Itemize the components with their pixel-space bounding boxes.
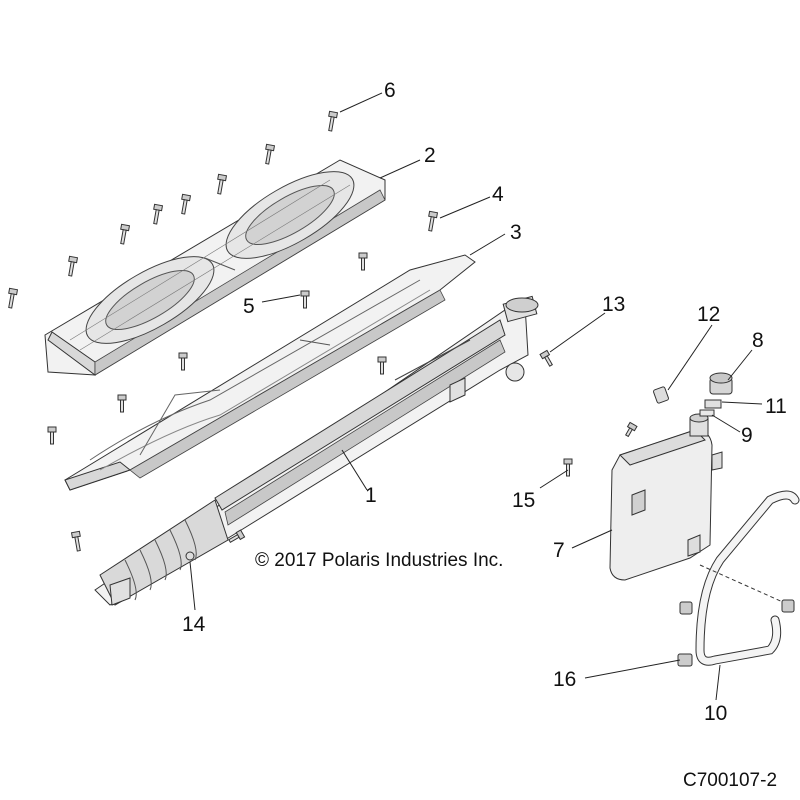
callout-3: 3 [510, 221, 522, 244]
callout-9: 9 [741, 424, 753, 447]
figure-number: C700107-2 [683, 770, 778, 791]
bolt [120, 223, 131, 245]
copyright-notice: © 2017 Polaris Industries Inc. [255, 550, 504, 571]
bolt [625, 421, 638, 438]
bolt [117, 394, 127, 413]
grommet-14 [185, 551, 195, 561]
callout-16: 16 [553, 668, 577, 691]
callout-13: 13 [602, 293, 626, 316]
callout-12: 12 [697, 303, 721, 326]
bolt [217, 173, 228, 195]
callout-6: 6 [384, 79, 396, 102]
bolt [178, 352, 188, 371]
coolant-reservoir [609, 413, 723, 581]
bolt-5 [300, 290, 310, 309]
callout-8: 8 [752, 329, 764, 352]
bolt [47, 426, 57, 445]
callout-4: 4 [492, 183, 504, 206]
callout-2: 2 [424, 144, 436, 167]
callout-10: 10 [704, 702, 728, 725]
bolt-15 [563, 458, 573, 477]
bolt [68, 255, 79, 277]
fan-shroud-assembly [44, 159, 386, 376]
reservoir-cap [699, 372, 733, 417]
bolt [70, 530, 81, 552]
radiator-core [94, 295, 539, 606]
callout-1: 1 [365, 484, 377, 507]
clamp-12 [653, 386, 669, 404]
bolt-13 [539, 349, 553, 367]
bolt-set [8, 110, 638, 552]
bolt [358, 252, 368, 271]
bolt-4 [428, 210, 439, 232]
callout-7: 7 [553, 539, 565, 562]
callout-14: 14 [182, 613, 206, 636]
radiator-shroud [64, 254, 476, 491]
bolt-6 [328, 110, 339, 132]
callout-11: 11 [765, 395, 787, 418]
callout-15: 15 [512, 489, 536, 512]
bolt [228, 529, 246, 543]
overflow-hose [695, 490, 800, 666]
bolt [377, 356, 387, 375]
leader-lines [189, 92, 763, 701]
bolt [265, 143, 276, 165]
callout-5: 5 [243, 295, 255, 318]
bolt [153, 203, 164, 225]
bolt [8, 287, 19, 309]
bolt [181, 193, 192, 215]
